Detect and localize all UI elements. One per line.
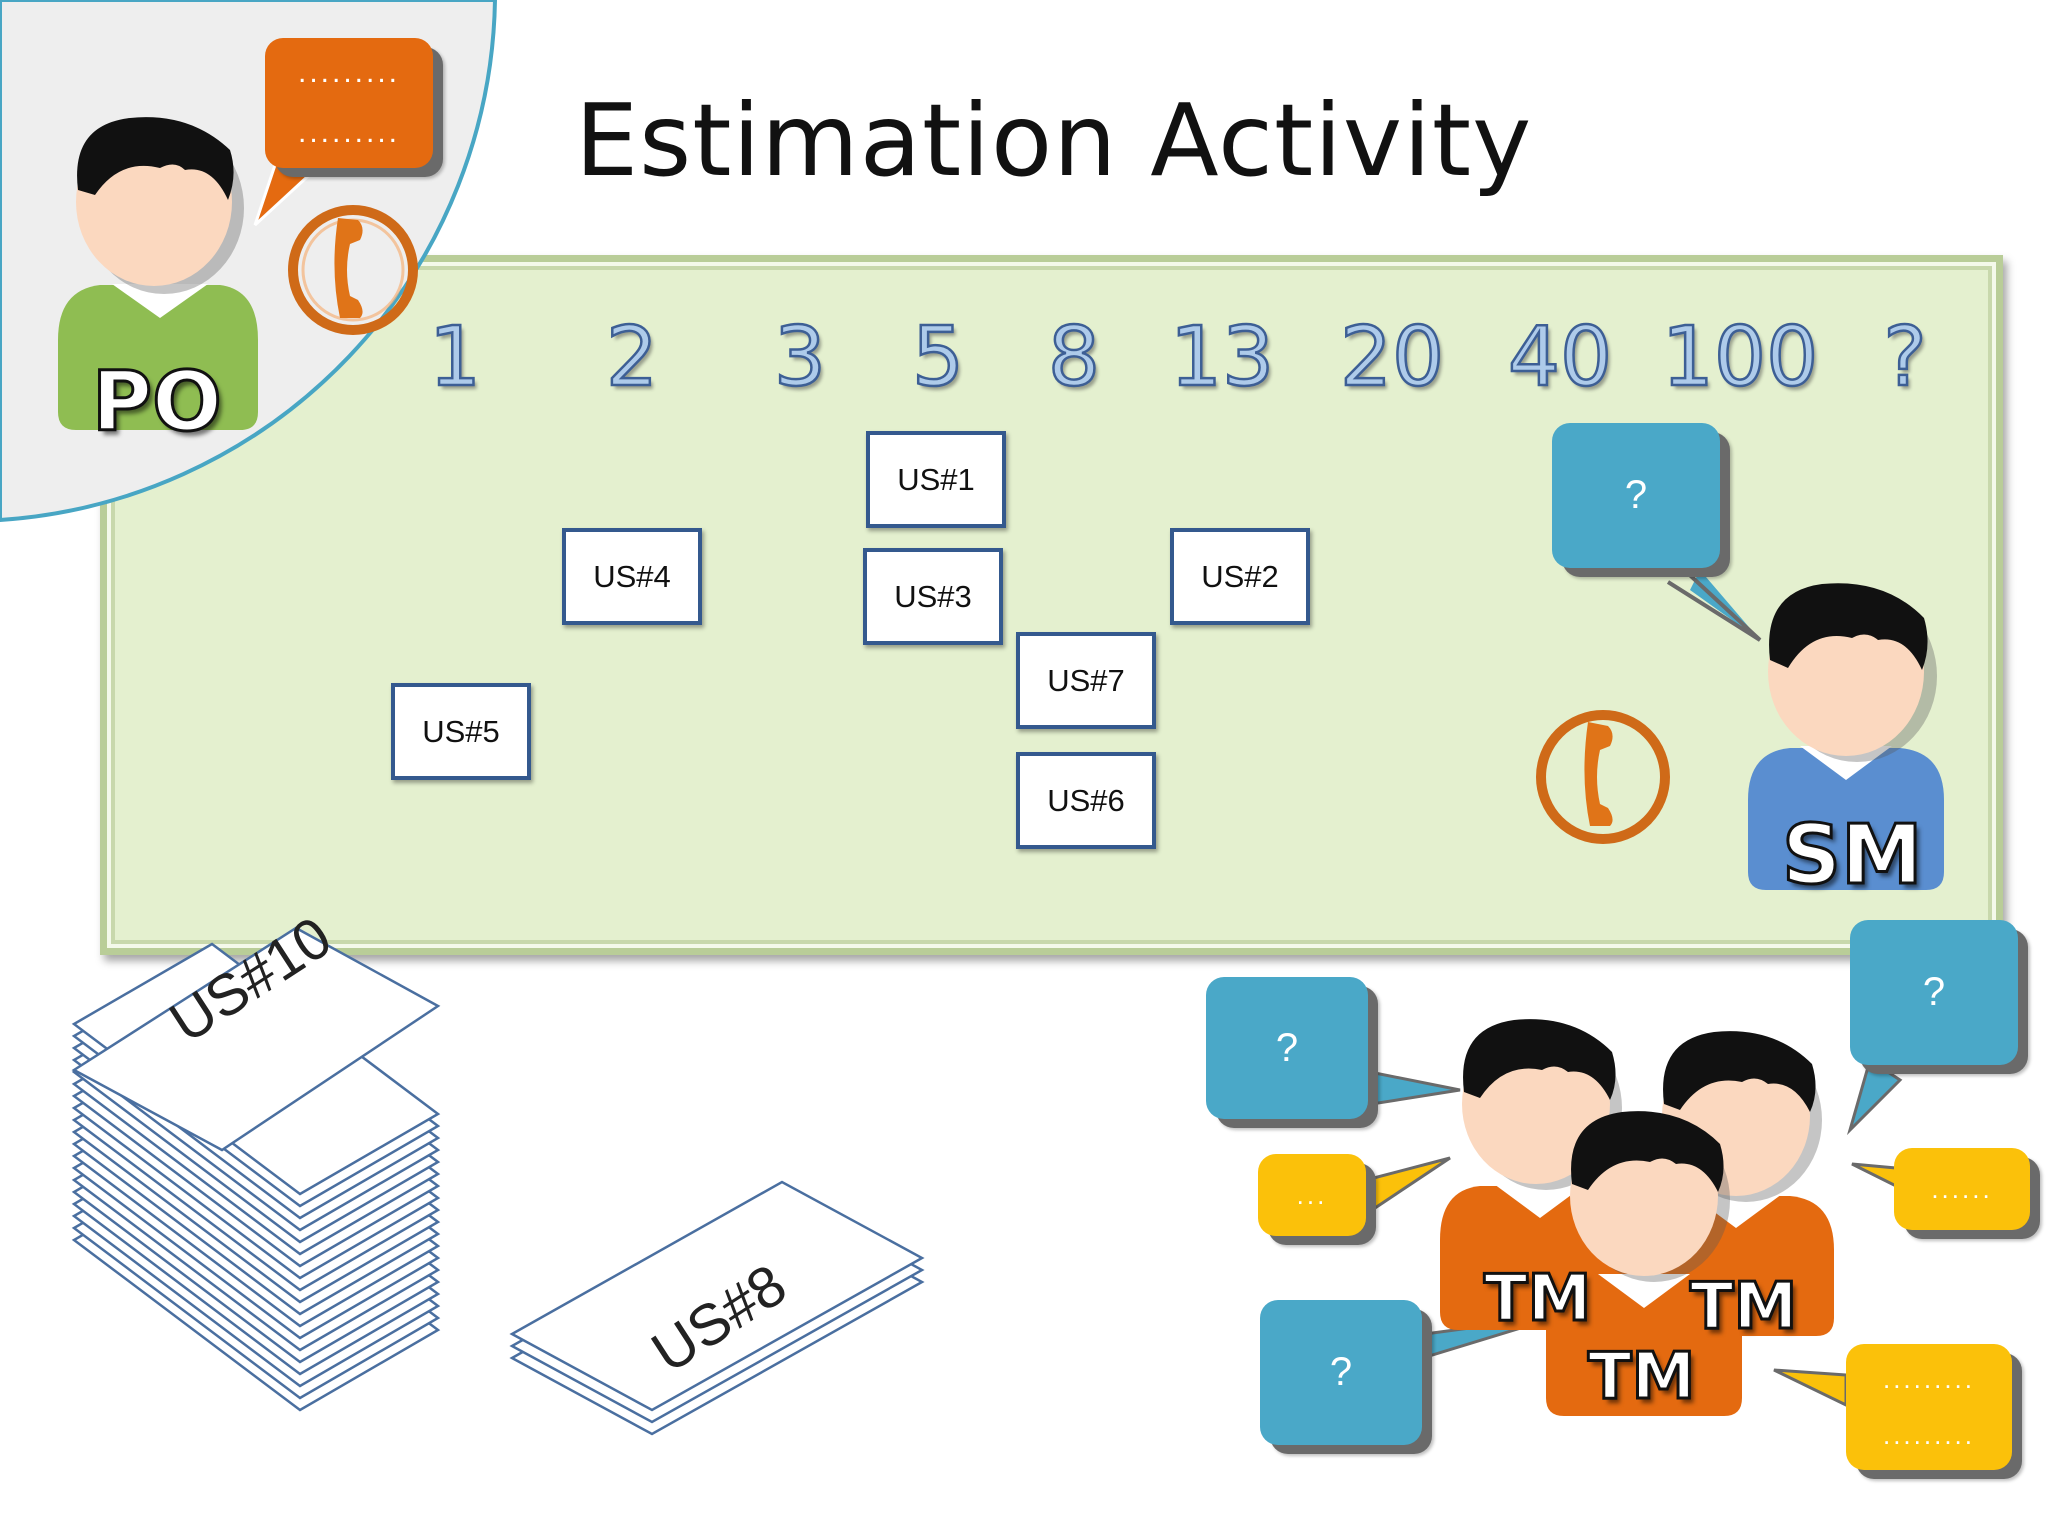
scale-value-8: 8 [1047, 309, 1102, 407]
scale-value-13: 13 [1169, 309, 1276, 407]
tm-speech-bottom-line-1: ......... [1882, 1364, 1975, 1394]
scale-value-5: 5 [911, 309, 966, 407]
po-speech-line-2: ......... [297, 116, 400, 149]
scale-value-100: 100 [1660, 309, 1819, 407]
story-card-us4[interactable]: US#4 [562, 528, 702, 625]
po-speech-line-1: ......... [297, 56, 400, 89]
story-card-us2[interactable]: US#2 [1170, 528, 1310, 625]
po-speech-bubble: ......... ......... [265, 38, 433, 168]
sm-role-label: SM [1781, 807, 1925, 905]
phone-icon [288, 205, 418, 335]
tm-speech-bubble-small-left: ... [1258, 1154, 1366, 1236]
stack-label-us8: US#8 [640, 1251, 798, 1386]
scale-value-20: 20 [1339, 309, 1446, 407]
story-card-us7[interactable]: US#7 [1016, 632, 1156, 729]
tm-speech-bubble-bottom: ? [1260, 1300, 1422, 1445]
story-card-us5[interactable]: US#5 [391, 683, 531, 780]
page-title: Estimation Activity [575, 82, 1533, 199]
story-card-us6[interactable]: US#6 [1016, 752, 1156, 849]
po-role-label: PO [91, 354, 224, 452]
scale-value-3: 3 [773, 309, 828, 407]
tm-speech-bubble-bottom-right: ......... ......... [1846, 1344, 2012, 1470]
tm-speech-bubble-left: ? [1206, 977, 1368, 1119]
scale-value-40: 40 [1507, 309, 1614, 407]
tm-speech-bubble-right: ? [1850, 920, 2018, 1065]
scale-value-unknown: ? [1882, 309, 1928, 407]
tm-role-label-3: TM [1586, 1339, 1696, 1416]
story-card-us3[interactable]: US#3 [863, 548, 1003, 645]
tm-speech-bottom-line-2: ......... [1882, 1420, 1975, 1450]
sm-speech-bubble: ? [1552, 423, 1720, 568]
tm-speech-bubble-small-right: ...... [1894, 1148, 2030, 1230]
po-panel [0, 0, 498, 523]
tm-role-label-1: TM [1482, 1261, 1592, 1338]
scale-value-1: 1 [428, 309, 483, 407]
story-card-us1[interactable]: US#1 [866, 431, 1006, 528]
tm-role-label-2: TM [1688, 1269, 1798, 1346]
scale-value-2: 2 [605, 309, 660, 407]
po-person-icon [58, 117, 258, 430]
